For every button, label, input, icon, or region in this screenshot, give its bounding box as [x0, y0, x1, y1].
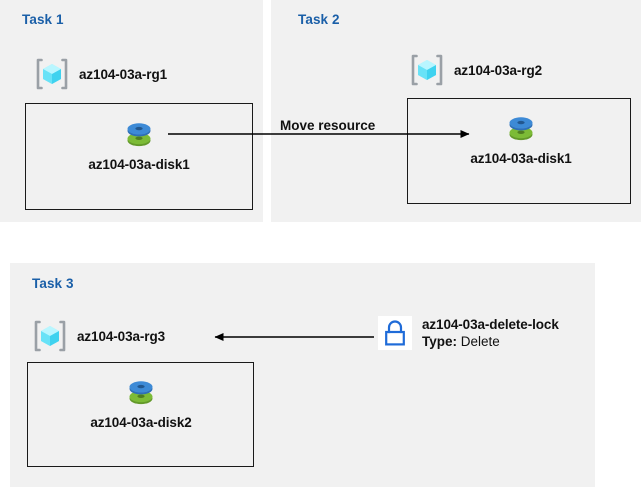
- delete-lock-block: az104-03a-delete-lock Type: Delete: [378, 316, 559, 350]
- resource-group-label-3: az104-03a-rg3: [77, 328, 166, 344]
- managed-disk-icon: [81, 374, 201, 412]
- resource-box-3: [27, 362, 254, 467]
- disk-group-3: az104-03a-disk2: [81, 374, 201, 430]
- resource-group-icon: [409, 52, 445, 88]
- lock-name: az104-03a-delete-lock: [422, 317, 559, 332]
- resource-group-label-1: az104-03a-rg1: [79, 66, 168, 82]
- managed-disk-icon: [79, 116, 199, 154]
- task-title-2: Task 2: [298, 12, 340, 27]
- disk-label-1: az104-03a-disk1: [88, 157, 190, 172]
- task-panel-2: [271, 0, 641, 222]
- managed-disk-icon: [461, 110, 581, 148]
- resource-group-row-2: az104-03a-rg2: [409, 52, 542, 88]
- resource-group-icon: [32, 318, 68, 354]
- delete-lock-arrow: [214, 333, 374, 341]
- lock-type-line: Type: Delete: [422, 334, 559, 350]
- disk-label-2: az104-03a-disk1: [470, 151, 572, 166]
- resource-group-row-1: az104-03a-rg1: [34, 56, 167, 92]
- disk-label-3: az104-03a-disk2: [90, 415, 192, 430]
- task-title-1: Task 1: [22, 12, 64, 27]
- lock-type-key: Type:: [422, 334, 458, 349]
- lock-type-value-text: Delete: [460, 334, 500, 349]
- task-panel-1: [0, 0, 263, 222]
- resource-group-label-2: az104-03a-rg2: [454, 62, 543, 78]
- disk-group-1: az104-03a-disk1: [79, 116, 199, 172]
- resource-box-1: [25, 103, 253, 210]
- task-title-3: Task 3: [32, 276, 74, 291]
- disk-group-2: az104-03a-disk1: [461, 110, 581, 166]
- task-panel-3: [10, 263, 595, 487]
- resource-group-icon: [34, 56, 70, 92]
- move-resource-arrow: [168, 130, 470, 138]
- move-resource-label: Move resource: [280, 118, 376, 133]
- resource-group-row-3: az104-03a-rg3: [32, 318, 165, 354]
- lock-text-block: az104-03a-delete-lock Type: Delete: [422, 317, 559, 350]
- resource-box-2: [407, 98, 631, 204]
- lock-icon: [378, 316, 412, 350]
